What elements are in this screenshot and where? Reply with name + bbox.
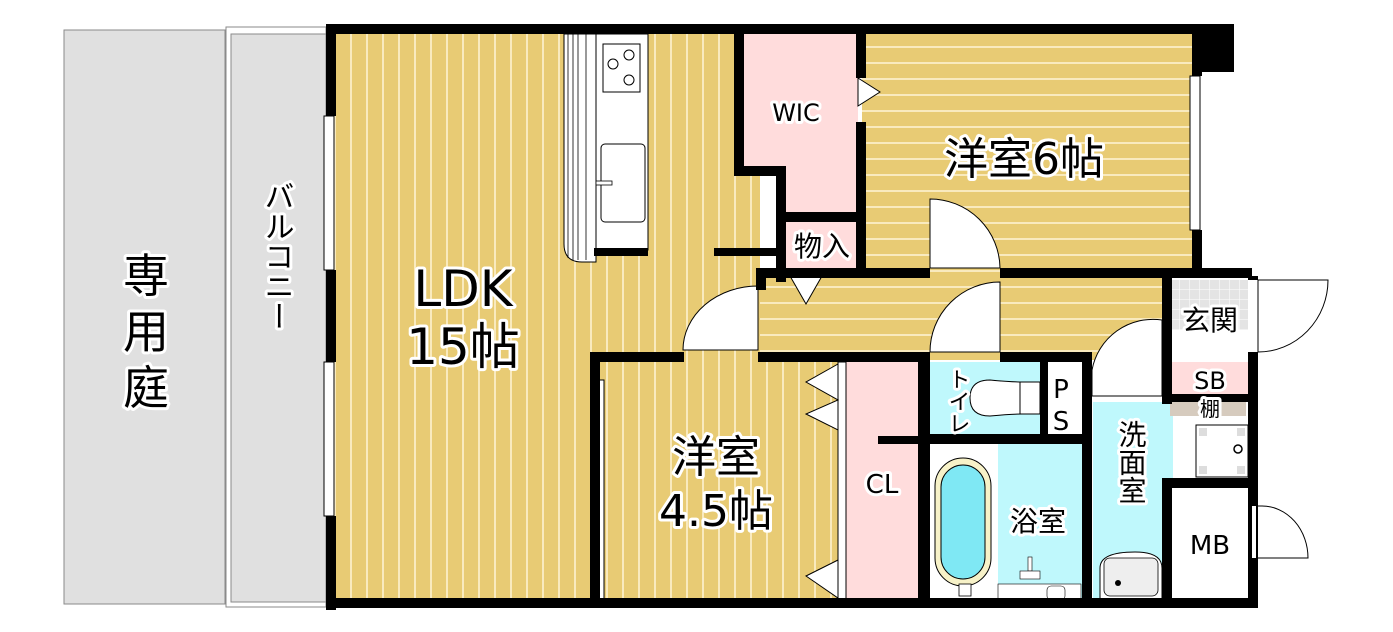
- shoebox-floor: [1172, 362, 1248, 394]
- storage-floor: [783, 220, 858, 272]
- door-western6[interactable]: [929, 198, 1001, 269]
- western6-label: 洋室6帖: [944, 134, 1104, 185]
- ps-floor: [1048, 362, 1082, 434]
- washer-pan-icon: [1195, 424, 1249, 478]
- entrance-label: 玄関: [1182, 304, 1238, 337]
- door-washroom[interactable]: [1091, 318, 1163, 397]
- ldk-label-line2: 15帖: [406, 318, 520, 376]
- window-ldk-upper: [323, 115, 335, 271]
- toilet-label: トイレ: [945, 368, 970, 434]
- walls: [326, 24, 1258, 610]
- wic-label: WIC: [772, 99, 820, 127]
- ps-label-line2: S: [1053, 407, 1070, 437]
- garden-area: [63, 29, 226, 605]
- stove-icon: [602, 43, 641, 93]
- ldk-label-line1: LDK: [413, 260, 513, 318]
- western45-label-line1: 洋室: [672, 432, 760, 483]
- shelf-label: 棚: [1200, 397, 1220, 421]
- shoebox-label: SB: [1194, 367, 1226, 395]
- doors: [682, 198, 1329, 559]
- meterbox-label: MB: [1190, 531, 1230, 561]
- door-entrance[interactable]: [1257, 279, 1329, 353]
- wic-floor: [742, 34, 858, 222]
- ps-label-line1: P: [1053, 375, 1069, 405]
- western45-label-line2: 4.5帖: [659, 486, 773, 537]
- sink-icon: [595, 143, 646, 223]
- entrance-floor: [1172, 280, 1248, 330]
- window-western6: [1189, 75, 1201, 231]
- meterbox-floor: [1172, 486, 1248, 602]
- faucet-icon: [997, 556, 1082, 603]
- window-ldk-lower: [323, 361, 335, 517]
- toilet-icon: [969, 379, 1041, 417]
- washroom-label: 洗面室: [1115, 420, 1148, 504]
- western45-floor: [598, 360, 838, 602]
- shelf: [1170, 402, 1246, 416]
- door-ldk-hall[interactable]: [682, 285, 759, 351]
- washbasin-icon: [1099, 551, 1163, 601]
- garden-label: 専用庭: [123, 249, 169, 415]
- door-meterbox[interactable]: [1255, 505, 1309, 559]
- closet-label: CL: [866, 470, 899, 500]
- storage-label: 物入: [794, 230, 850, 263]
- balcony-label: バルコニー: [259, 181, 294, 331]
- kitchen-counter: [563, 33, 649, 263]
- western6-floor: [862, 32, 1192, 272]
- closet-floor: [846, 362, 922, 602]
- bath-label: 浴室: [1010, 505, 1066, 538]
- bathtub-icon: [934, 457, 992, 597]
- door-toilet[interactable]: [929, 281, 1001, 353]
